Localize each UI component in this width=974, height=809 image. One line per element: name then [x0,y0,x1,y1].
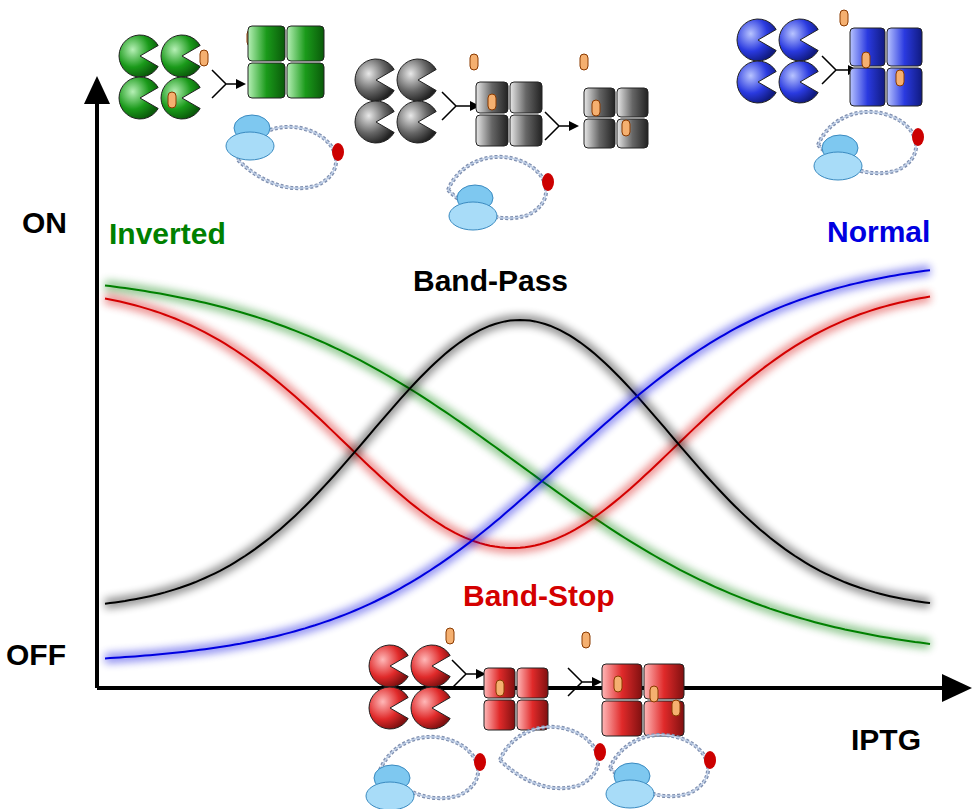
iptg-molecule [488,94,496,110]
curve-label: Band-Pass [410,265,571,297]
reaction-arrow [568,668,600,696]
repressor-subunit [779,61,818,103]
repressor-subunit [355,101,394,143]
iptg-molecule [672,700,680,716]
curve-glow [105,297,930,548]
protein-cartoons [119,10,924,809]
repressor-subunit [737,19,776,61]
iptg-molecule [496,680,504,696]
repressor-subunit [510,115,542,146]
operator-site [594,743,606,761]
iptg-molecule [446,628,454,644]
curve-glow [105,270,930,658]
repressor-subunit [617,119,648,148]
axis-label: OFF [6,640,66,670]
repressor-subunit [887,28,922,66]
curve-label: Inverted [106,218,229,250]
operator-site [542,173,554,191]
inverted-curve [105,285,930,644]
repressor-subunit [397,101,436,143]
operator-site [704,751,716,769]
curve-glow [105,320,930,604]
iptg-molecule [200,50,208,66]
rna-polymerase [449,202,497,230]
repressor-subunit [484,700,515,730]
repressor-subunit [119,77,158,119]
repressor-subunit [602,701,642,736]
iptg-molecule [592,100,600,116]
axis-label: ON [22,208,67,238]
repressor-subunit [484,668,515,698]
repressor-subunit [287,26,324,61]
rna-polymerase [366,782,414,809]
reaction-arrow [442,92,478,120]
repressor-subunit [161,35,200,77]
curve-glow [105,285,930,644]
band-pass-curve [105,320,930,604]
reaction-arrow [545,112,577,140]
repressor-subunit [584,88,615,117]
repressor-subunit [476,82,508,113]
repressor-subunit [737,61,776,103]
iptg-molecule [168,92,176,108]
band-stop-curve [105,297,930,548]
iptg-molecule [840,10,848,26]
rna-polymerase [606,780,654,808]
repressor-subunit [248,26,285,61]
repressor-subunit [287,63,324,98]
iptg-molecule [650,686,658,702]
iptg-molecule [896,70,904,86]
repressor-subunit [617,88,648,117]
repressor-subunit [161,77,200,119]
repressor-subunit [584,119,615,148]
repressor-subunit [476,115,508,146]
reaction-arrow [212,70,244,98]
iptg-molecule [580,54,588,70]
rna-polymerase [226,132,274,160]
repressor-subunit [602,664,642,699]
repressor-subunit [779,19,818,61]
iptg-molecule [622,120,630,136]
iptg-molecule [582,632,590,648]
operator-site [912,128,924,146]
operator-site [332,143,344,161]
dna-loop [500,727,598,788]
response-curves [105,270,930,658]
operator-site [474,753,486,771]
iptg-molecule [862,52,870,68]
repressor-subunit [850,68,885,106]
repressor-subunit [517,668,548,698]
repressor-subunit [369,687,408,729]
repressor-subunit [411,687,450,729]
repressor-subunit [411,645,450,687]
iptg-molecule [614,676,622,692]
axis-label: IPTG [851,725,921,755]
reaction-arrow [452,660,484,688]
repressor-subunit [644,701,684,736]
iptg-molecule [470,54,478,70]
repressor-subunit [248,63,285,98]
normal-curve [105,270,930,658]
repressor-subunit [887,68,922,106]
axes [84,76,972,702]
repressor-subunit [355,59,394,101]
repressor-subunit [119,35,158,77]
curve-label: Band-Stop [460,580,618,612]
curve-label: Normal [824,216,933,248]
rna-polymerase [814,152,862,180]
dna-loop [500,727,598,788]
repressor-subunit [397,59,436,101]
repressor-subunit [510,82,542,113]
repressor-subunit [369,645,408,687]
